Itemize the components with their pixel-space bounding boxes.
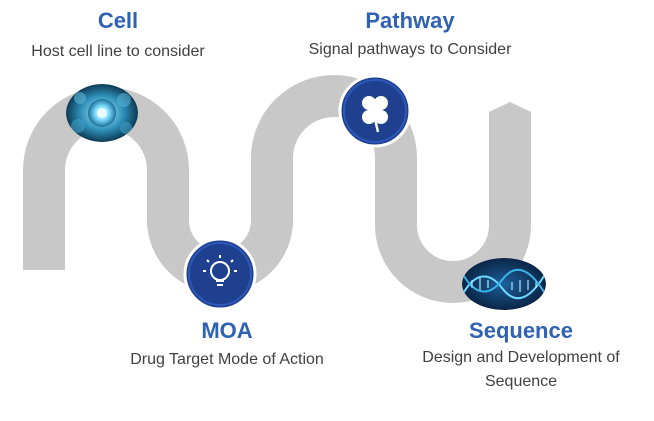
cell-icon	[66, 84, 138, 142]
moa-label: MOA Drug Target Mode of Action	[100, 318, 354, 372]
cell-node	[66, 84, 138, 142]
cell-title: Cell	[97, 8, 139, 33]
dna-icon	[462, 258, 546, 310]
sequence-label: Sequence Design and Development of Seque…	[398, 318, 644, 394]
cell-label: Cell Host cell line to consider	[0, 8, 236, 64]
pathway-title: Pathway	[365, 8, 455, 33]
clover-icon	[338, 74, 412, 148]
sequence-description: Design and Development of Sequence	[422, 349, 620, 390]
road-arrow-tip	[489, 102, 531, 126]
moa-title: MOA	[201, 318, 253, 343]
moa-description: Drug Target Mode of Action	[130, 351, 324, 368]
pathway-description: Signal pathways to Consider	[308, 41, 512, 58]
lightbulb-icon	[183, 237, 257, 311]
pathway-node	[338, 74, 412, 148]
moa-node	[183, 237, 257, 311]
sequence-title: Sequence	[469, 318, 573, 343]
pathway-label: Pathway Signal pathways to Consider	[280, 8, 540, 62]
cell-description: Host cell line to consider	[31, 43, 205, 60]
sequence-node	[462, 258, 546, 310]
